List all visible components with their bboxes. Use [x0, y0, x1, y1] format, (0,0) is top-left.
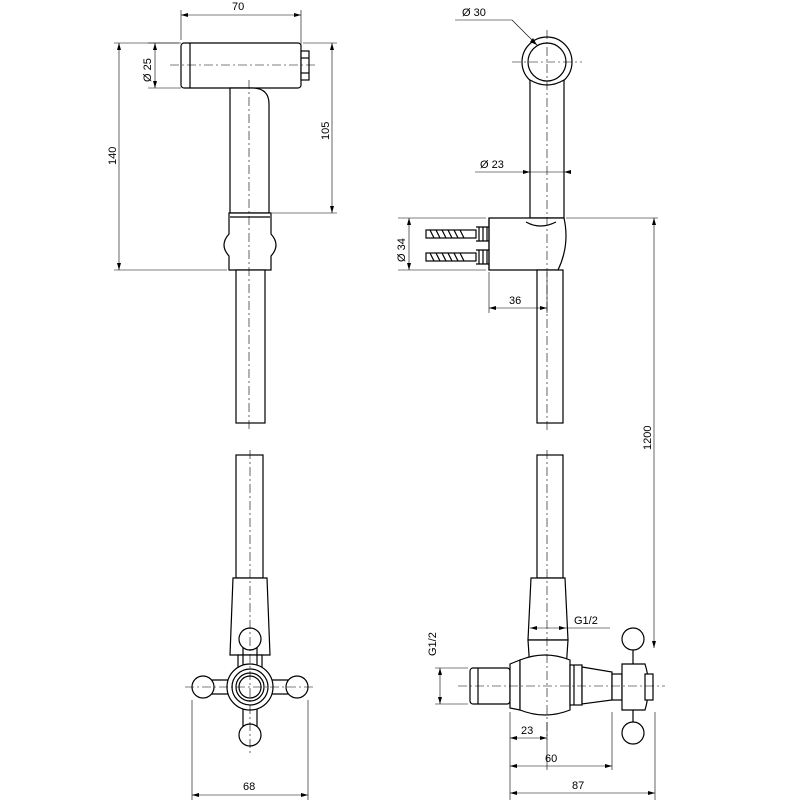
dim-140-label: 140 — [107, 147, 119, 165]
valve-front-view — [185, 450, 315, 755]
handset-front-view — [170, 42, 318, 430]
knob-top-side — [621, 627, 645, 651]
dim-105-label: 105 — [320, 122, 332, 140]
knob-bottom-side — [621, 721, 645, 745]
handset-side-view — [425, 30, 582, 430]
dimensions-view-4: G1/2 G1/2 23 60 87 — [427, 615, 656, 800]
dim-diameter-23-label: Ø 23 — [480, 159, 504, 171]
dim-60-label: 60 — [545, 753, 557, 765]
dimensions-view-3: 68 — [191, 700, 309, 800]
dim-23-label: 23 — [521, 725, 533, 737]
dim-1200-label: 1200 — [642, 426, 654, 450]
dimensions-view-2: Ø 30 Ø 23 Ø 34 36 1200 — [396, 7, 658, 648]
wall-plug-upper — [425, 226, 489, 242]
wall-plug-lower — [425, 249, 489, 265]
dim-g12-right-label: G1/2 — [574, 615, 598, 627]
dim-diameter-30-label: Ø 30 — [462, 7, 486, 19]
dimensions-view-1: 70 Ø 25 105 140 — [107, 1, 337, 271]
dim-36-label: 36 — [509, 295, 521, 307]
dim-diameter-25-label: Ø 25 — [142, 58, 154, 82]
dim-68-label: 68 — [243, 781, 255, 793]
dim-diameter-34-label: Ø 34 — [396, 238, 408, 262]
dim-87-label: 87 — [572, 780, 584, 792]
dim-70-label: 70 — [232, 1, 244, 13]
valve-side-view — [458, 450, 665, 745]
dim-g12-left-label: G1/2 — [427, 632, 439, 656]
